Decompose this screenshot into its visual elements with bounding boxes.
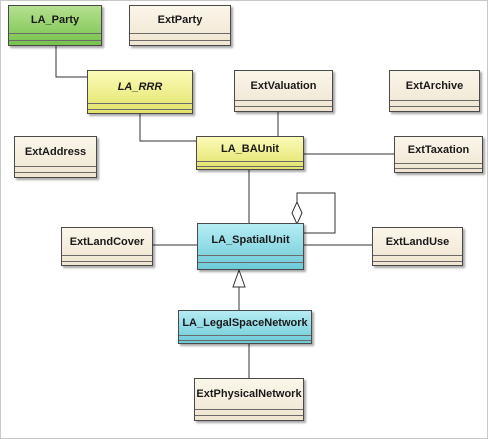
class-ext-landcover-label: ExtLandCover — [69, 235, 145, 248]
class-ext-physicalnetwork-label: ExtPhysicalNetwork — [196, 388, 302, 400]
class-ext-valuation[interactable]: ExtValuation — [234, 70, 333, 112]
class-ext-valuation-label: ExtValuation — [250, 79, 317, 92]
class-la-party[interactable]: LA_Party — [8, 5, 102, 46]
class-la-spatialunit-label: LA_SpatialUnit — [211, 233, 290, 246]
class-la-legalspacenetwork[interactable]: LA_LegalSpaceNetwork — [178, 310, 312, 344]
class-ext-physicalnetwork[interactable]: ExtPhysicalNetwork — [194, 378, 304, 421]
generalization-triangle-icon — [232, 268, 246, 288]
class-la-legalspacenetwork-label: LA_LegalSpaceNetwork — [182, 317, 308, 329]
class-ext-archive-label: ExtArchive — [405, 79, 464, 92]
class-ext-party-label: ExtParty — [157, 13, 203, 26]
class-ext-archive[interactable]: ExtArchive — [389, 70, 480, 112]
assoc-rrr-baunit — [139, 114, 196, 142]
class-ext-landuse-label: ExtLandUse — [385, 235, 450, 248]
class-ext-address-label: ExtAddress — [24, 145, 87, 158]
self-aggregation-spatialunit — [296, 192, 336, 234]
class-la-rrr-label: LA_RRR — [117, 81, 163, 93]
class-la-baunit[interactable]: LA_BAUnit — [196, 136, 304, 170]
assoc-party-rrr — [55, 46, 87, 78]
class-ext-party[interactable]: ExtParty — [129, 5, 231, 46]
class-la-party-label: LA_Party — [30, 13, 80, 26]
class-ext-landuse[interactable]: ExtLandUse — [372, 227, 463, 266]
class-ext-taxation[interactable]: ExtTaxation — [394, 136, 483, 173]
class-la-spatialunit[interactable]: LA_SpatialUnit — [197, 223, 304, 270]
aggregation-diamond-icon — [291, 200, 303, 226]
class-ext-address[interactable]: ExtAddress — [14, 136, 97, 178]
class-ext-landcover[interactable]: ExtLandCover — [61, 227, 153, 266]
class-la-baunit-label: LA_BAUnit — [220, 143, 280, 155]
class-la-rrr[interactable]: LA_RRR — [87, 70, 193, 114]
class-ext-taxation-label: ExtTaxation — [407, 144, 470, 156]
